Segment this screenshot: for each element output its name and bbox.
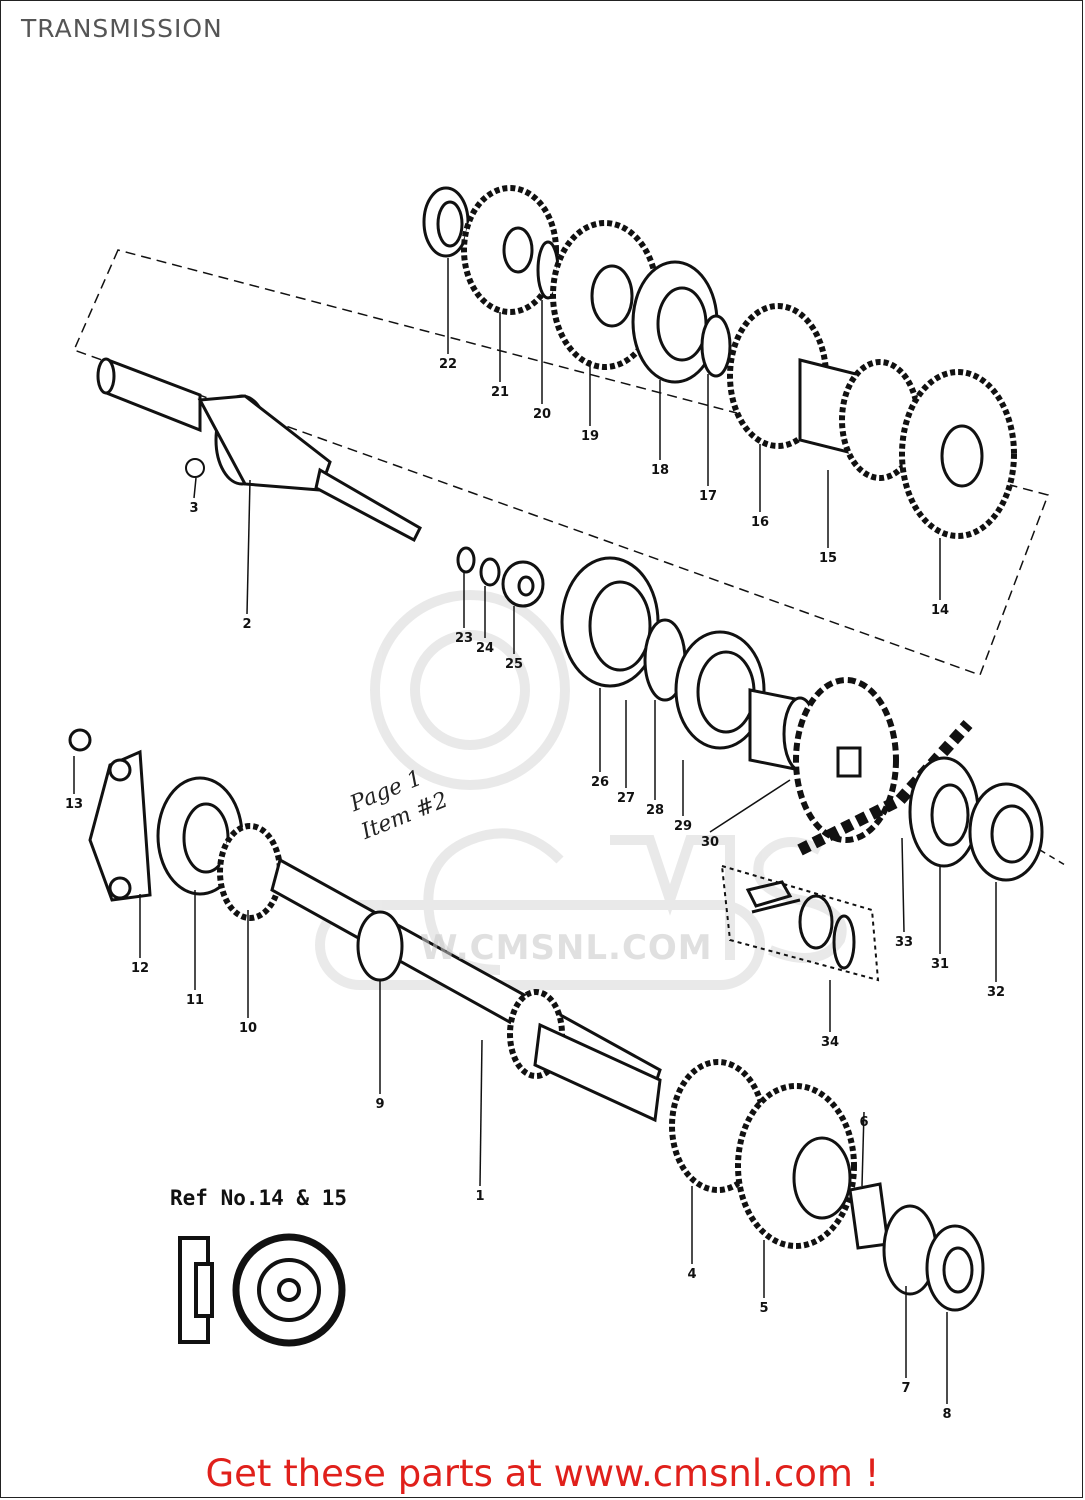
callout-26: 26 — [591, 775, 609, 790]
washer-and-nut — [908, 756, 1044, 882]
watermark-logo — [315, 590, 847, 990]
callout-21: 21 — [491, 385, 509, 400]
leader-line-30 — [709, 779, 791, 833]
exploded-parts-diagram: 1234567891011121314151617181920212223242… — [65, 185, 1066, 1422]
page-title: TRANSMISSION — [21, 14, 223, 43]
callout-17: 17 — [699, 489, 717, 504]
callout-6: 6 — [859, 1115, 868, 1130]
callout-5: 5 — [759, 1301, 768, 1316]
nut-washer-set — [456, 546, 545, 608]
countershaft — [96, 357, 422, 543]
callout-16: 16 — [751, 515, 769, 530]
callout-32: 32 — [987, 985, 1005, 1000]
callout-13: 13 — [65, 797, 83, 812]
callout-4: 4 — [687, 1267, 696, 1282]
callout-8: 8 — [942, 1407, 951, 1422]
leader-line-2 — [246, 479, 251, 615]
callout-12: 12 — [131, 961, 149, 976]
watermark-text: W.CMSNL.COM — [420, 928, 713, 968]
leader-line-33 — [901, 837, 905, 933]
drive-chain — [797, 719, 973, 856]
callout-10: 10 — [239, 1021, 257, 1036]
ball-part-3 — [185, 458, 205, 478]
chain-joint — [720, 864, 880, 982]
cta-link[interactable]: Get these parts at www.cmsnl.com ! — [205, 1452, 880, 1495]
ref-note: Ref No.14 & 15 — [170, 1186, 348, 1210]
callout-9: 9 — [375, 1097, 384, 1112]
callout-1: 1 — [475, 1189, 484, 1204]
callout-34: 34 — [821, 1035, 839, 1050]
callout-24: 24 — [476, 641, 494, 656]
callout-31: 31 — [931, 957, 949, 972]
callout-27: 27 — [617, 791, 635, 806]
leader-line-6 — [861, 1111, 865, 1187]
drive-sprocket — [793, 677, 899, 843]
callout-20: 20 — [533, 407, 551, 422]
ref-detail-drawing — [178, 1233, 346, 1347]
callout-7: 7 — [901, 1381, 910, 1396]
callout-19: 19 — [581, 429, 599, 444]
callout-29: 29 — [674, 819, 692, 834]
callout-3: 3 — [189, 501, 198, 516]
callout-33: 33 — [895, 935, 913, 950]
callout-labels: 1234567891011121314151617181920212223242… — [65, 258, 1005, 1422]
leader-line-1 — [479, 1039, 483, 1187]
callout-2: 2 — [242, 617, 251, 632]
callout-25: 25 — [505, 657, 523, 672]
callout-18: 18 — [651, 463, 669, 478]
callout-22: 22 — [439, 357, 457, 372]
callout-14: 14 — [931, 603, 949, 618]
callout-28: 28 — [646, 803, 664, 818]
countershaft-gear-stack — [422, 185, 1017, 539]
callout-23: 23 — [455, 631, 473, 646]
callout-15: 15 — [819, 551, 837, 566]
main-shaft-assembly — [68, 728, 985, 1312]
callout-30: 30 — [701, 835, 719, 850]
callout-11: 11 — [186, 993, 204, 1008]
leader-line-3 — [193, 477, 197, 499]
